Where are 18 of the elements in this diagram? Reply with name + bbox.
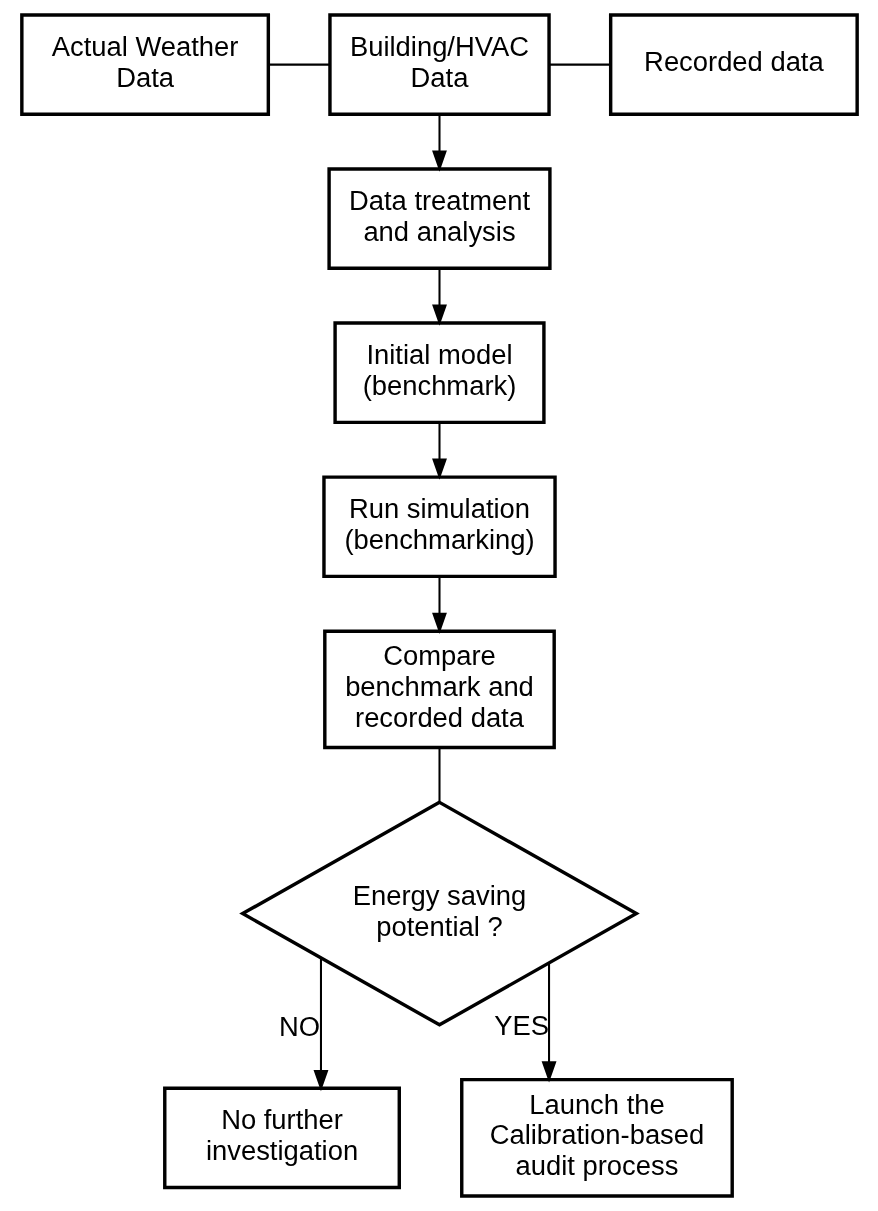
node-box: No further investigation [162, 1086, 401, 1190]
arrow [541, 963, 556, 1083]
arrow [431, 115, 447, 172]
node-box: Run simulation (benchmarking) [321, 475, 557, 579]
connector [548, 63, 610, 66]
arrow [431, 269, 447, 326]
node-box: Actual Weather Data [19, 13, 270, 116]
arrow [313, 957, 328, 1092]
node-box: Initial model (benchmark) [332, 321, 546, 425]
connector [268, 63, 330, 66]
node-box: Compare benchmark and recorded data [322, 629, 556, 750]
arrow [431, 423, 447, 480]
node-box: Data treatment and analysis [326, 167, 552, 270]
node-box: Building/HVAC Data [327, 13, 551, 116]
node-box: Recorded data [608, 13, 859, 116]
node-box: Launch the Calibration-based audit process [459, 1077, 734, 1198]
arrow [431, 576, 447, 634]
connector [437, 747, 441, 803]
